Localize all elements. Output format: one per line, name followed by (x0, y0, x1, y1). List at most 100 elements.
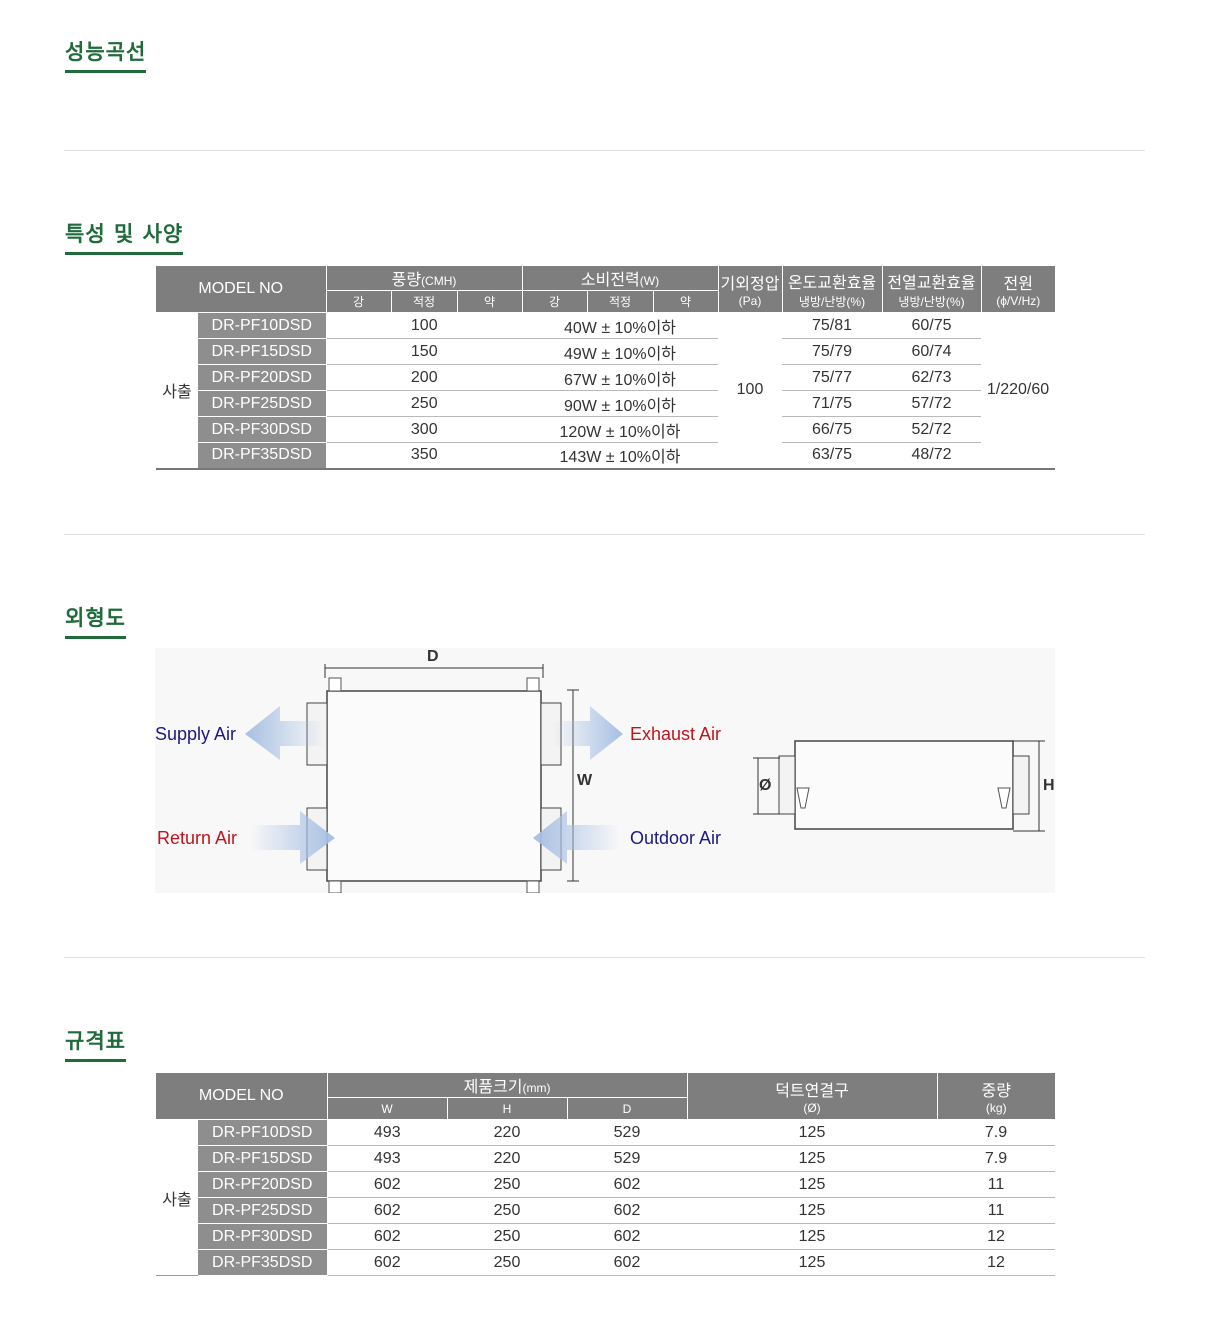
model-cell: DR-PF25DSD (198, 390, 327, 417)
header-power-strong: 강 (522, 290, 588, 313)
header-w: W (327, 1097, 448, 1120)
h-cell: 250 (447, 1223, 567, 1250)
header-power-source: 전원(ϕ/V/Hz) (981, 266, 1055, 313)
table-row: DR-PF15DSD 150 49W ± 10%이하 75/79 60/74 (156, 338, 1055, 365)
power-source-cell: 1/220/60 (981, 312, 1055, 470)
w-cell: 493 (327, 1119, 447, 1146)
section-title-exterior: 외형도 (65, 602, 126, 639)
duct-cell: 125 (687, 1249, 937, 1276)
enth-eff-cell: 62/73 (882, 364, 981, 391)
header-airflow: 풍량(CMH) (326, 266, 523, 291)
h-cell: 250 (447, 1249, 567, 1276)
weight-cell: 11 (937, 1171, 1055, 1198)
weight-cell: 12 (937, 1223, 1055, 1250)
static-cell: 100 (718, 312, 782, 470)
header-weight: 중량(kg) (937, 1073, 1055, 1120)
header-size: 제품크기(mm) (327, 1073, 688, 1098)
temp-eff-cell: 66/75 (782, 416, 882, 443)
dim-d-label: D (427, 648, 439, 665)
exhaust-arrow (553, 706, 623, 760)
supply-air-label: Supply Air (155, 724, 237, 744)
airflow-cell: 100 (326, 312, 522, 339)
table-row: DR-PF25DSD 250 90W ± 10%이하 71/75 57/72 (156, 390, 1055, 417)
temp-eff-cell: 71/75 (782, 390, 882, 417)
d-cell: 602 (567, 1197, 687, 1224)
d-cell: 602 (567, 1223, 687, 1250)
enth-eff-cell: 60/74 (882, 338, 981, 365)
w-cell: 493 (327, 1145, 447, 1172)
duct-cell: 125 (687, 1171, 937, 1198)
divider (64, 534, 1145, 535)
weight-cell: 12 (937, 1249, 1055, 1276)
table-row: DR-PF20DSD 200 67W ± 10%이하 75/77 62/73 (156, 364, 1055, 391)
enth-eff-cell: 60/75 (882, 312, 981, 339)
header-airflow-mid: 적정 (391, 290, 458, 313)
model-cell: DR-PF30DSD (198, 416, 327, 443)
outdoor-air-label: Outdoor Air (630, 828, 722, 848)
dim-h-label: H (1043, 777, 1055, 794)
header-model: MODEL NO (156, 1073, 328, 1120)
category-cell: 사출 (156, 312, 198, 470)
header-h: H (447, 1097, 568, 1120)
airflow-cell: 350 (326, 442, 522, 470)
duct-cell: 125 (687, 1223, 937, 1250)
header-power-weak: 약 (653, 290, 719, 313)
enth-eff-cell: 48/72 (882, 442, 981, 470)
header-d: D (567, 1097, 688, 1120)
w-cell: 602 (327, 1223, 447, 1250)
model-cell: DR-PF30DSD (198, 1223, 328, 1250)
w-cell: 602 (327, 1197, 447, 1224)
h-cell: 250 (447, 1197, 567, 1224)
divider (64, 150, 1145, 151)
w-cell: 602 (327, 1249, 447, 1276)
dimension-table: MODEL NO 제품크기(mm) 덕트연결구(Ø) 중량(kg) W H D … (156, 1073, 1055, 1276)
duct-cell: 125 (687, 1145, 937, 1172)
exhaust-air-label: Exhaust Air (630, 724, 722, 744)
model-cell: DR-PF20DSD (198, 1171, 328, 1198)
table-row: DR-PF25DSD 602 250 602 125 11 (156, 1197, 1055, 1224)
table-row: DR-PF30DSD 602 250 602 125 12 (156, 1223, 1055, 1250)
table-row: DR-PF20DSD 602 250 602 125 11 (156, 1171, 1055, 1198)
model-cell: DR-PF20DSD (198, 364, 327, 391)
power-cell: 90W ± 10%이하 (522, 390, 718, 417)
model-cell: DR-PF10DSD (198, 1119, 328, 1146)
d-cell: 602 (567, 1171, 687, 1198)
d-cell: 602 (567, 1249, 687, 1276)
temp-eff-cell: 63/75 (782, 442, 882, 470)
model-cell: DR-PF35DSD (198, 1249, 328, 1276)
enth-eff-cell: 52/72 (882, 416, 981, 443)
supply-arrow (245, 706, 325, 760)
dim-w-label: W (577, 772, 593, 789)
table-row: DR-PF30DSD 300 120W ± 10%이하 66/75 52/72 (156, 416, 1055, 443)
section-title-features: 특성 및 사양 (65, 218, 184, 255)
airflow-cell: 200 (326, 364, 522, 391)
airflow-cell: 300 (326, 416, 522, 443)
power-cell: 49W ± 10%이하 (522, 338, 718, 365)
spec-table: MODEL NO 풍량(CMH) 소비전력(W) 기외정압(Pa) 온도교환효율… (156, 266, 1055, 470)
power-cell: 40W ± 10%이하 (522, 312, 718, 339)
header-airflow-weak: 약 (457, 290, 523, 313)
airflow-cell: 150 (326, 338, 522, 365)
airflow-cell: 250 (326, 390, 522, 417)
model-cell: DR-PF10DSD (198, 312, 327, 339)
temp-eff-cell: 75/77 (782, 364, 882, 391)
temp-eff-cell: 75/79 (782, 338, 882, 365)
header-static: 기외정압(Pa) (718, 266, 783, 313)
return-air-label: Return Air (157, 828, 238, 848)
return-arrow (250, 811, 335, 864)
table-row: DR-PF35DSD 350 143W ± 10%이하 63/75 48/72 (156, 442, 1055, 470)
unit-drawing (245, 664, 1045, 893)
weight-cell: 7.9 (937, 1145, 1055, 1172)
h-cell: 220 (447, 1119, 567, 1146)
divider (64, 957, 1145, 958)
h-cell: 220 (447, 1145, 567, 1172)
side-view-body (794, 740, 1014, 830)
duct-cell: 125 (687, 1197, 937, 1224)
outdoor-arrow (533, 811, 620, 864)
power-cell: 67W ± 10%이하 (522, 364, 718, 391)
weight-cell: 7.9 (937, 1119, 1055, 1146)
model-cell: DR-PF35DSD (198, 442, 327, 470)
h-cell: 250 (447, 1171, 567, 1198)
